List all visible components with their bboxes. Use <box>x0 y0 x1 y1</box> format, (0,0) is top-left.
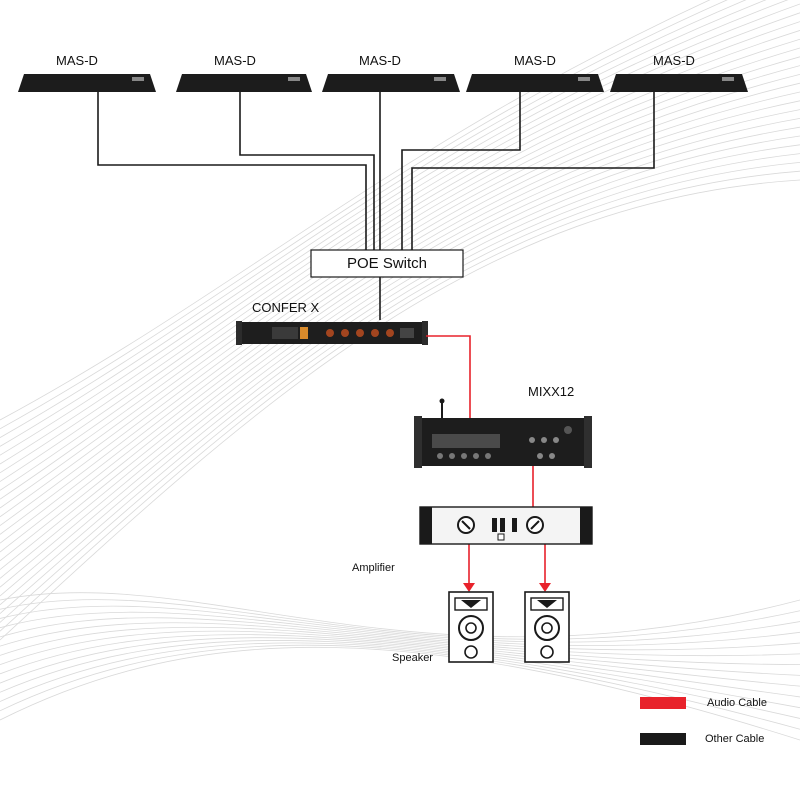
legend-swatch-other <box>640 733 686 745</box>
speaker-label: Speaker <box>392 652 433 664</box>
background-wave-line <box>0 640 800 709</box>
mixer-label: MIXX12 <box>528 384 575 399</box>
background-wave-line <box>0 617 800 651</box>
background-wave-line <box>0 622 800 657</box>
speaker-right <box>524 591 570 663</box>
speaker-left <box>448 591 494 663</box>
background-wave-line <box>0 634 800 687</box>
background-wave-line <box>0 626 800 666</box>
background-wave-line <box>0 592 800 638</box>
mic-label-1: MAS-D <box>56 53 98 68</box>
mic-label-5: MAS-D <box>653 53 695 68</box>
legend-audio-label: Audio Cable <box>707 697 767 709</box>
processor-device <box>236 321 428 345</box>
mixer-device <box>414 398 592 468</box>
mic-label-3: MAS-D <box>359 53 401 68</box>
poe-switch-box <box>310 249 464 278</box>
legend-other-label: Other Cable <box>705 733 765 745</box>
mic-unit-3 <box>322 74 460 92</box>
background-wave-lines <box>0 0 800 741</box>
background-wave-line <box>0 642 800 719</box>
background-wave-line <box>0 0 711 421</box>
background-wave-line <box>0 3 800 465</box>
background-wave-line <box>0 0 767 447</box>
background-wave-line <box>0 118 800 579</box>
other-cables <box>97 92 655 320</box>
processor-label: CONFER X <box>252 300 320 315</box>
mic-unit-2 <box>176 74 312 92</box>
background-wave-line <box>0 126 800 588</box>
background-wave-line <box>0 12 800 474</box>
mic-label-4: MAS-D <box>514 53 556 68</box>
background-wave-line <box>0 646 800 741</box>
background-wave-line <box>0 611 800 646</box>
background-wave-line <box>0 162 800 623</box>
mic-unit-1 <box>18 74 156 92</box>
background-wave-line <box>0 630 800 676</box>
background-wave-line <box>0 56 800 518</box>
background-wave-line <box>0 0 789 456</box>
background-wave-line <box>0 144 800 606</box>
poe-switch-label: POE Switch <box>346 255 428 272</box>
background-wave-line <box>0 170 800 632</box>
background-wave-line <box>0 135 800 597</box>
audio-cables <box>426 335 546 585</box>
background-wave-line <box>0 644 800 730</box>
amplifier-label: Amplifier <box>352 562 395 574</box>
background-wave-line <box>0 100 800 562</box>
mic-unit-5 <box>610 74 748 92</box>
mic-unit-4 <box>466 74 604 92</box>
background-wave-line <box>0 179 800 641</box>
background-wave-line <box>0 0 747 438</box>
arrow-head-right <box>539 583 551 592</box>
background-wave-line <box>0 637 800 698</box>
background-wave-line <box>0 0 728 430</box>
background-wave-line <box>0 599 800 640</box>
background-wave-line <box>0 605 800 643</box>
arrow-head-left <box>463 583 475 592</box>
amplifier-device <box>419 506 593 545</box>
background-wave-line <box>0 153 800 614</box>
background-wave-line <box>0 109 800 570</box>
mic-label-2: MAS-D <box>214 53 256 68</box>
legend-swatch-audio <box>640 697 686 709</box>
